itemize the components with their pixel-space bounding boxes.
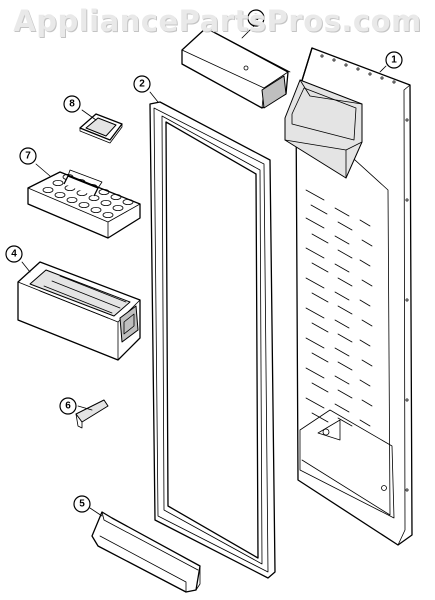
part-clip[interactable] xyxy=(79,113,123,144)
svg-text:1: 1 xyxy=(391,55,397,66)
callout-6: 6 xyxy=(59,397,77,415)
part-gasket[interactable] xyxy=(149,101,276,579)
svg-text:7: 7 xyxy=(25,151,31,162)
svg-text:4: 4 xyxy=(11,249,17,260)
callout-5: 5 xyxy=(73,495,91,513)
callout-8: 8 xyxy=(63,95,81,113)
part-door-liner[interactable] xyxy=(284,47,413,546)
svg-text:3: 3 xyxy=(253,13,259,24)
svg-text:5: 5 xyxy=(79,499,85,510)
part-bin[interactable] xyxy=(17,261,141,361)
part-bracket[interactable] xyxy=(75,399,109,429)
callout-7: 7 xyxy=(19,147,37,165)
svg-text:2: 2 xyxy=(139,79,145,90)
leader-lines xyxy=(21,23,387,517)
part-shelf-front[interactable] xyxy=(91,511,201,593)
part-dairy-door[interactable] xyxy=(181,27,291,109)
callout-1: 1 xyxy=(385,51,403,69)
svg-text:6: 6 xyxy=(65,401,71,412)
callout-3: 3 xyxy=(247,9,265,27)
part-ice-tray[interactable] xyxy=(27,169,141,239)
callout-4: 4 xyxy=(5,245,23,263)
svg-text:8: 8 xyxy=(69,99,75,110)
callout-2: 2 xyxy=(133,75,151,93)
